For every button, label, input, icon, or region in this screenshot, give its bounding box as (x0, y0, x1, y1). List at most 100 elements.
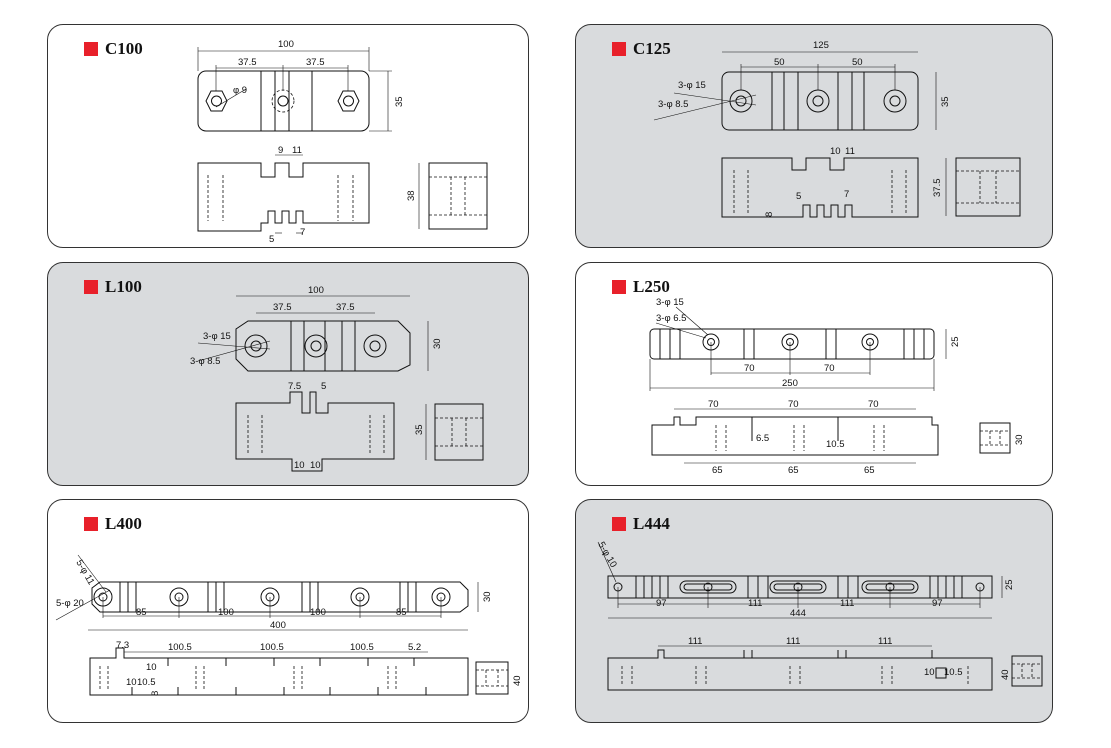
dim-m1: 10 (924, 667, 935, 678)
dim-p3: 111 (840, 598, 854, 609)
dim-slot2: 7 (844, 189, 849, 200)
dim-height: 25 (950, 336, 961, 347)
dim-t3: 100.5 (350, 642, 374, 653)
red-square-icon (84, 42, 98, 56)
panel-title: L444 (612, 514, 670, 534)
dim-hole2: 3-φ 8.5 (658, 99, 688, 110)
dim-m1: 6.5 (756, 433, 769, 444)
dim-p4: 85 (396, 607, 407, 618)
dim-hole1: 3-φ 15 (678, 80, 706, 91)
dim-p2: 111 (748, 598, 762, 609)
dim-hole: 5-φ 10 (595, 540, 618, 570)
dim-slot3: 8 (764, 212, 775, 217)
l100-drawing: 100 37.5 37.5 3-φ 15 3-φ 8.5 30 7.5 5 10… (190, 285, 484, 472)
dim-hole: φ 9 (233, 85, 247, 96)
dim-b1: 10 (294, 460, 305, 471)
dim-total: 444 (790, 608, 806, 619)
panel-title: C125 (612, 39, 671, 59)
dim-sideh: 35 (414, 424, 425, 435)
dim-t4: 5.2 (408, 642, 421, 653)
dim-p1: 85 (136, 607, 147, 618)
dim-t1: 100.5 (168, 642, 192, 653)
dim-t3: 111 (878, 636, 892, 647)
dim-sideh: 40 (1000, 669, 1011, 680)
dim-t2: 70 (788, 399, 799, 410)
c100-drawing: 100 37.5 37.5 φ 9 35 9 11 5 7 38 (197, 39, 488, 245)
panel-l250: L250 3-φ 15 3-φ 6.5 25 70 70 250 (575, 262, 1053, 486)
dim-sideh: 30 (1014, 434, 1025, 445)
dim-height: 30 (432, 338, 443, 349)
dim-a: 50 (774, 57, 785, 68)
dim-t2: 5 (321, 381, 326, 392)
dim-height: 35 (940, 96, 951, 107)
panel-c125: C125 125 50 50 3-φ 15 3-φ 8.5 35 10 11 5… (575, 24, 1053, 248)
dim-height: 30 (482, 591, 493, 602)
dim-a: 37.5 (273, 302, 292, 313)
dim-notch1: 10 (830, 146, 841, 157)
red-square-icon (84, 517, 98, 531)
dim-p1: 97 (656, 598, 667, 609)
dim-sideh: 37.5 (932, 179, 943, 198)
panel-c100: C100 100 37.5 37.5 φ 9 35 (47, 24, 529, 248)
dim-total: 100 (308, 285, 324, 296)
dim-total: 100 (278, 39, 294, 50)
dim-hole2: 5-φ 20 (56, 598, 84, 609)
dim-p2: 100 (218, 607, 234, 618)
dim-b1: 65 (712, 465, 723, 476)
dim-slot2: 7 (300, 227, 305, 238)
panel-l444: L444 5-φ 10 25 97 111 (575, 499, 1053, 723)
l250-drawing: 3-φ 15 3-φ 6.5 25 70 70 250 70 70 70 6.5… (649, 297, 1025, 476)
panel-l100: L100 100 37.5 37.5 3-φ 15 3-φ 8.5 30 7.5… (47, 262, 529, 486)
panel-l400: L400 5-φ 11 5-φ 20 30 85 100 100 85 400 (47, 499, 529, 723)
dim-total: 125 (813, 40, 829, 51)
red-square-icon (612, 42, 626, 56)
dim-b: 37.5 (336, 302, 355, 313)
dim-sideh: 40 (512, 675, 523, 686)
red-square-icon (612, 517, 626, 531)
panel-title: L400 (84, 514, 142, 534)
dim-t1: 70 (708, 399, 719, 410)
red-square-icon (612, 280, 626, 294)
dim-notch1: 9 (278, 145, 283, 156)
dim-m4: 10 (146, 662, 157, 673)
dim-t0: 7.3 (116, 640, 129, 651)
red-square-icon (84, 280, 98, 294)
dim-hole1: 3-φ 15 (203, 331, 231, 342)
dim-t1: 7.5 (288, 381, 301, 392)
dim-total: 250 (782, 378, 798, 389)
dim-notch2: 11 (845, 146, 855, 157)
dim-p1: 70 (744, 363, 755, 374)
dim-b2: 65 (788, 465, 799, 476)
dim-hole1: 3-φ 15 (656, 297, 684, 308)
dim-p2: 70 (824, 363, 835, 374)
dim-b2: 10 (310, 460, 321, 471)
dim-slot1: 5 (269, 234, 274, 245)
dim-b: 37.5 (306, 57, 325, 68)
dim-slot1: 5 (796, 191, 801, 202)
dim-t3: 70 (868, 399, 879, 410)
dim-hole2: 3-φ 6.5 (656, 313, 686, 324)
l400-drawing: 5-φ 11 5-φ 20 30 85 100 100 85 400 7.3 1… (55, 554, 523, 696)
panel-title: C100 (84, 39, 143, 59)
panel-title: L250 (612, 277, 670, 297)
dim-sideh: 38 (406, 190, 417, 201)
dim-t2: 111 (786, 636, 800, 647)
dim-hole2: 3-φ 8.5 (190, 356, 220, 367)
dim-b3: 65 (864, 465, 875, 476)
dim-total: 400 (270, 620, 286, 631)
dim-p4: 97 (932, 598, 943, 609)
dim-notch2: 11 (292, 145, 302, 156)
dim-height: 25 (1004, 579, 1015, 590)
dim-a: 37.5 (238, 57, 257, 68)
dim-hole1: 5-φ 11 (73, 558, 96, 587)
dim-t1: 111 (688, 636, 702, 647)
dim-height: 35 (394, 96, 405, 107)
dim-m2: 10.5 (944, 667, 963, 678)
panel-title: L100 (84, 277, 142, 297)
l444-drawing: 5-φ 10 25 97 111 111 97 444 111 111 111 … (595, 540, 1043, 691)
dim-t2: 100.5 (260, 642, 284, 653)
dim-m2: 10.5 (826, 439, 845, 450)
c125-drawing: 125 50 50 3-φ 15 3-φ 8.5 35 10 11 5 7 8 … (653, 40, 1021, 218)
dim-m2: 10.5 (137, 677, 156, 688)
dim-m3: 8 (150, 691, 161, 696)
